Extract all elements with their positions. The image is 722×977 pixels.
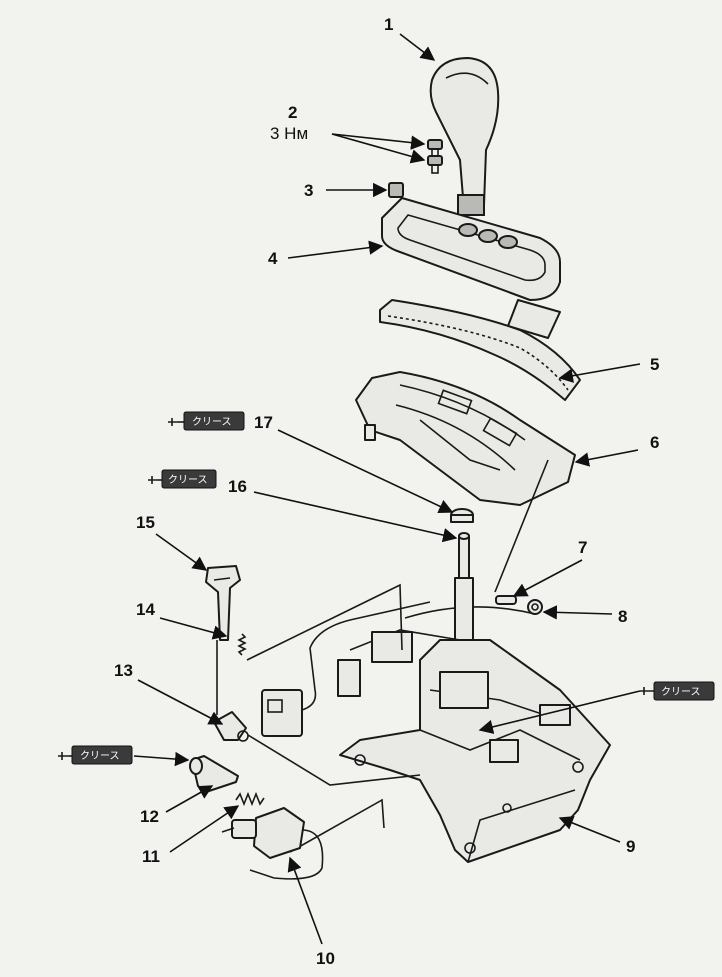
grease-tag-3: クリース (640, 681, 715, 701)
callout-4: 4 (268, 249, 278, 268)
assembly-guide-line-2 (247, 734, 421, 786)
assembly-guide-line (246, 583, 403, 661)
callout-labels: 1 2 3 Нм 3 4 5 6 17 16 15 7 8 14 13 12 1… (114, 15, 659, 968)
callout-13: 13 (114, 661, 133, 680)
callout-10: 10 (316, 949, 335, 968)
torque-label: 3 Нм (270, 124, 308, 143)
callout-12: 12 (140, 807, 159, 826)
switch-bracket (205, 565, 241, 641)
grease-tag-2: クリース (148, 469, 217, 489)
base-assembly (339, 629, 611, 863)
clip (388, 182, 404, 198)
callout-15: 15 (136, 513, 155, 532)
harness-connector (261, 601, 431, 737)
assembly-guide-line-3 (289, 798, 385, 853)
callout-6: 6 (650, 433, 659, 452)
shift-knob (429, 57, 500, 216)
callout-14: 14 (136, 600, 155, 619)
leader-lines (133, 33, 641, 945)
pin (495, 595, 517, 605)
indicator-panel (381, 197, 561, 339)
bushing (450, 508, 474, 523)
callout-3: 3 (304, 181, 313, 200)
grease-tag-1: クリース (168, 411, 245, 431)
upper-housing (355, 371, 576, 506)
plunger (189, 755, 239, 793)
callout-7: 7 (578, 538, 587, 557)
callout-1: 1 (384, 15, 393, 34)
grease-tag-2-text: クリース (168, 474, 208, 486)
spring (235, 791, 265, 807)
callout-9: 9 (626, 837, 635, 856)
grease-tag-4: クリース (58, 745, 133, 765)
link-line (494, 459, 549, 593)
solenoid (221, 807, 324, 880)
grease-tag-1-text: クリース (192, 416, 232, 428)
slide-cover (379, 299, 581, 401)
callout-2: 2 (288, 103, 297, 122)
grease-tag-4-text: クリース (80, 750, 120, 762)
callout-11: 11 (142, 847, 160, 866)
callout-5: 5 (650, 355, 659, 374)
release-lever (213, 711, 249, 742)
grease-tag-3-text: クリース (661, 686, 701, 698)
screws (427, 139, 443, 174)
callout-17: 17 (254, 413, 273, 432)
spring-small (216, 633, 247, 715)
callout-8: 8 (618, 607, 627, 626)
callout-16: 16 (228, 477, 247, 496)
nut (527, 599, 543, 615)
